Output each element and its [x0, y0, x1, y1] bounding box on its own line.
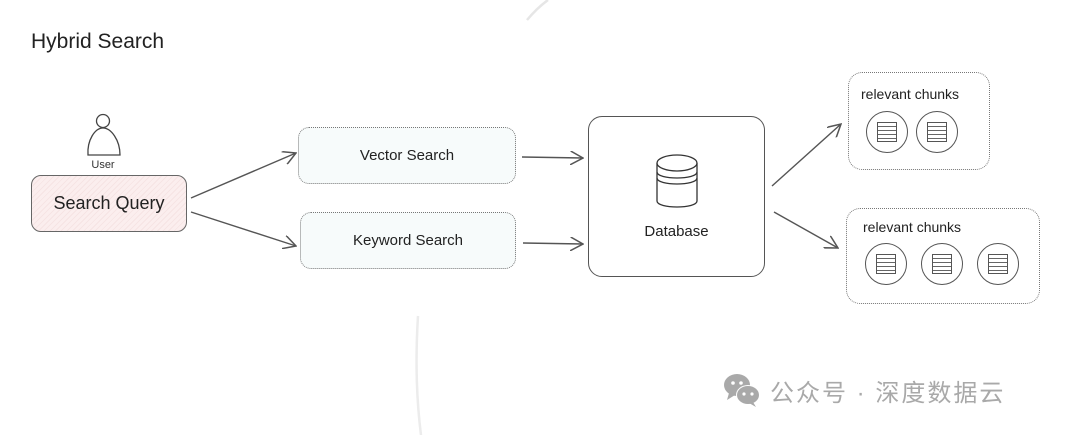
watermark-text: 公众号 · 深度数据云: [770, 379, 1006, 407]
document-chunk-icon: [866, 111, 908, 153]
relevant-chunks-group-1: relevant chunks: [848, 72, 990, 170]
keyword-search-node: Keyword Search: [300, 212, 516, 269]
watermark: 公众号 · 深度数据云: [723, 372, 1005, 408]
edge-db-to-chunks-1: [771, 124, 841, 187]
edge-query-to-keyword: [190, 211, 296, 246]
vector-search-node: Vector Search: [298, 127, 516, 184]
edge-vector-to-db: [521, 157, 583, 158]
search-query-node: Search Query: [31, 175, 187, 232]
document-chunk-icon: [921, 243, 963, 285]
edge-db-to-chunks-2: [773, 211, 838, 248]
user-label: User: [91, 159, 115, 171]
document-chunk-icon: [916, 111, 958, 153]
database-node: Database: [588, 116, 765, 277]
vector-search-label: Vector Search: [359, 147, 455, 164]
relevant-chunks-title: relevant chunks: [863, 219, 962, 235]
keyword-search-label: Keyword Search: [352, 232, 464, 249]
diagram-title: Hybrid Search: [31, 30, 165, 53]
decorative-arc-bottom: [415, 315, 423, 435]
document-chunk-icon: [865, 243, 907, 285]
decorative-arc-top: [526, 0, 549, 21]
edge-query-to-vector: [190, 153, 296, 199]
database-icon: [655, 154, 698, 208]
user-icon: [87, 113, 121, 156]
wechat-icon: [724, 374, 760, 407]
relevant-chunks-title: relevant chunks: [861, 86, 960, 102]
document-chunk-icon: [977, 243, 1019, 285]
database-label: Database: [644, 223, 709, 240]
edge-keyword-to-db: [522, 243, 583, 244]
search-query-label: Search Query: [53, 193, 165, 213]
relevant-chunks-group-2: relevant chunks: [846, 208, 1040, 304]
